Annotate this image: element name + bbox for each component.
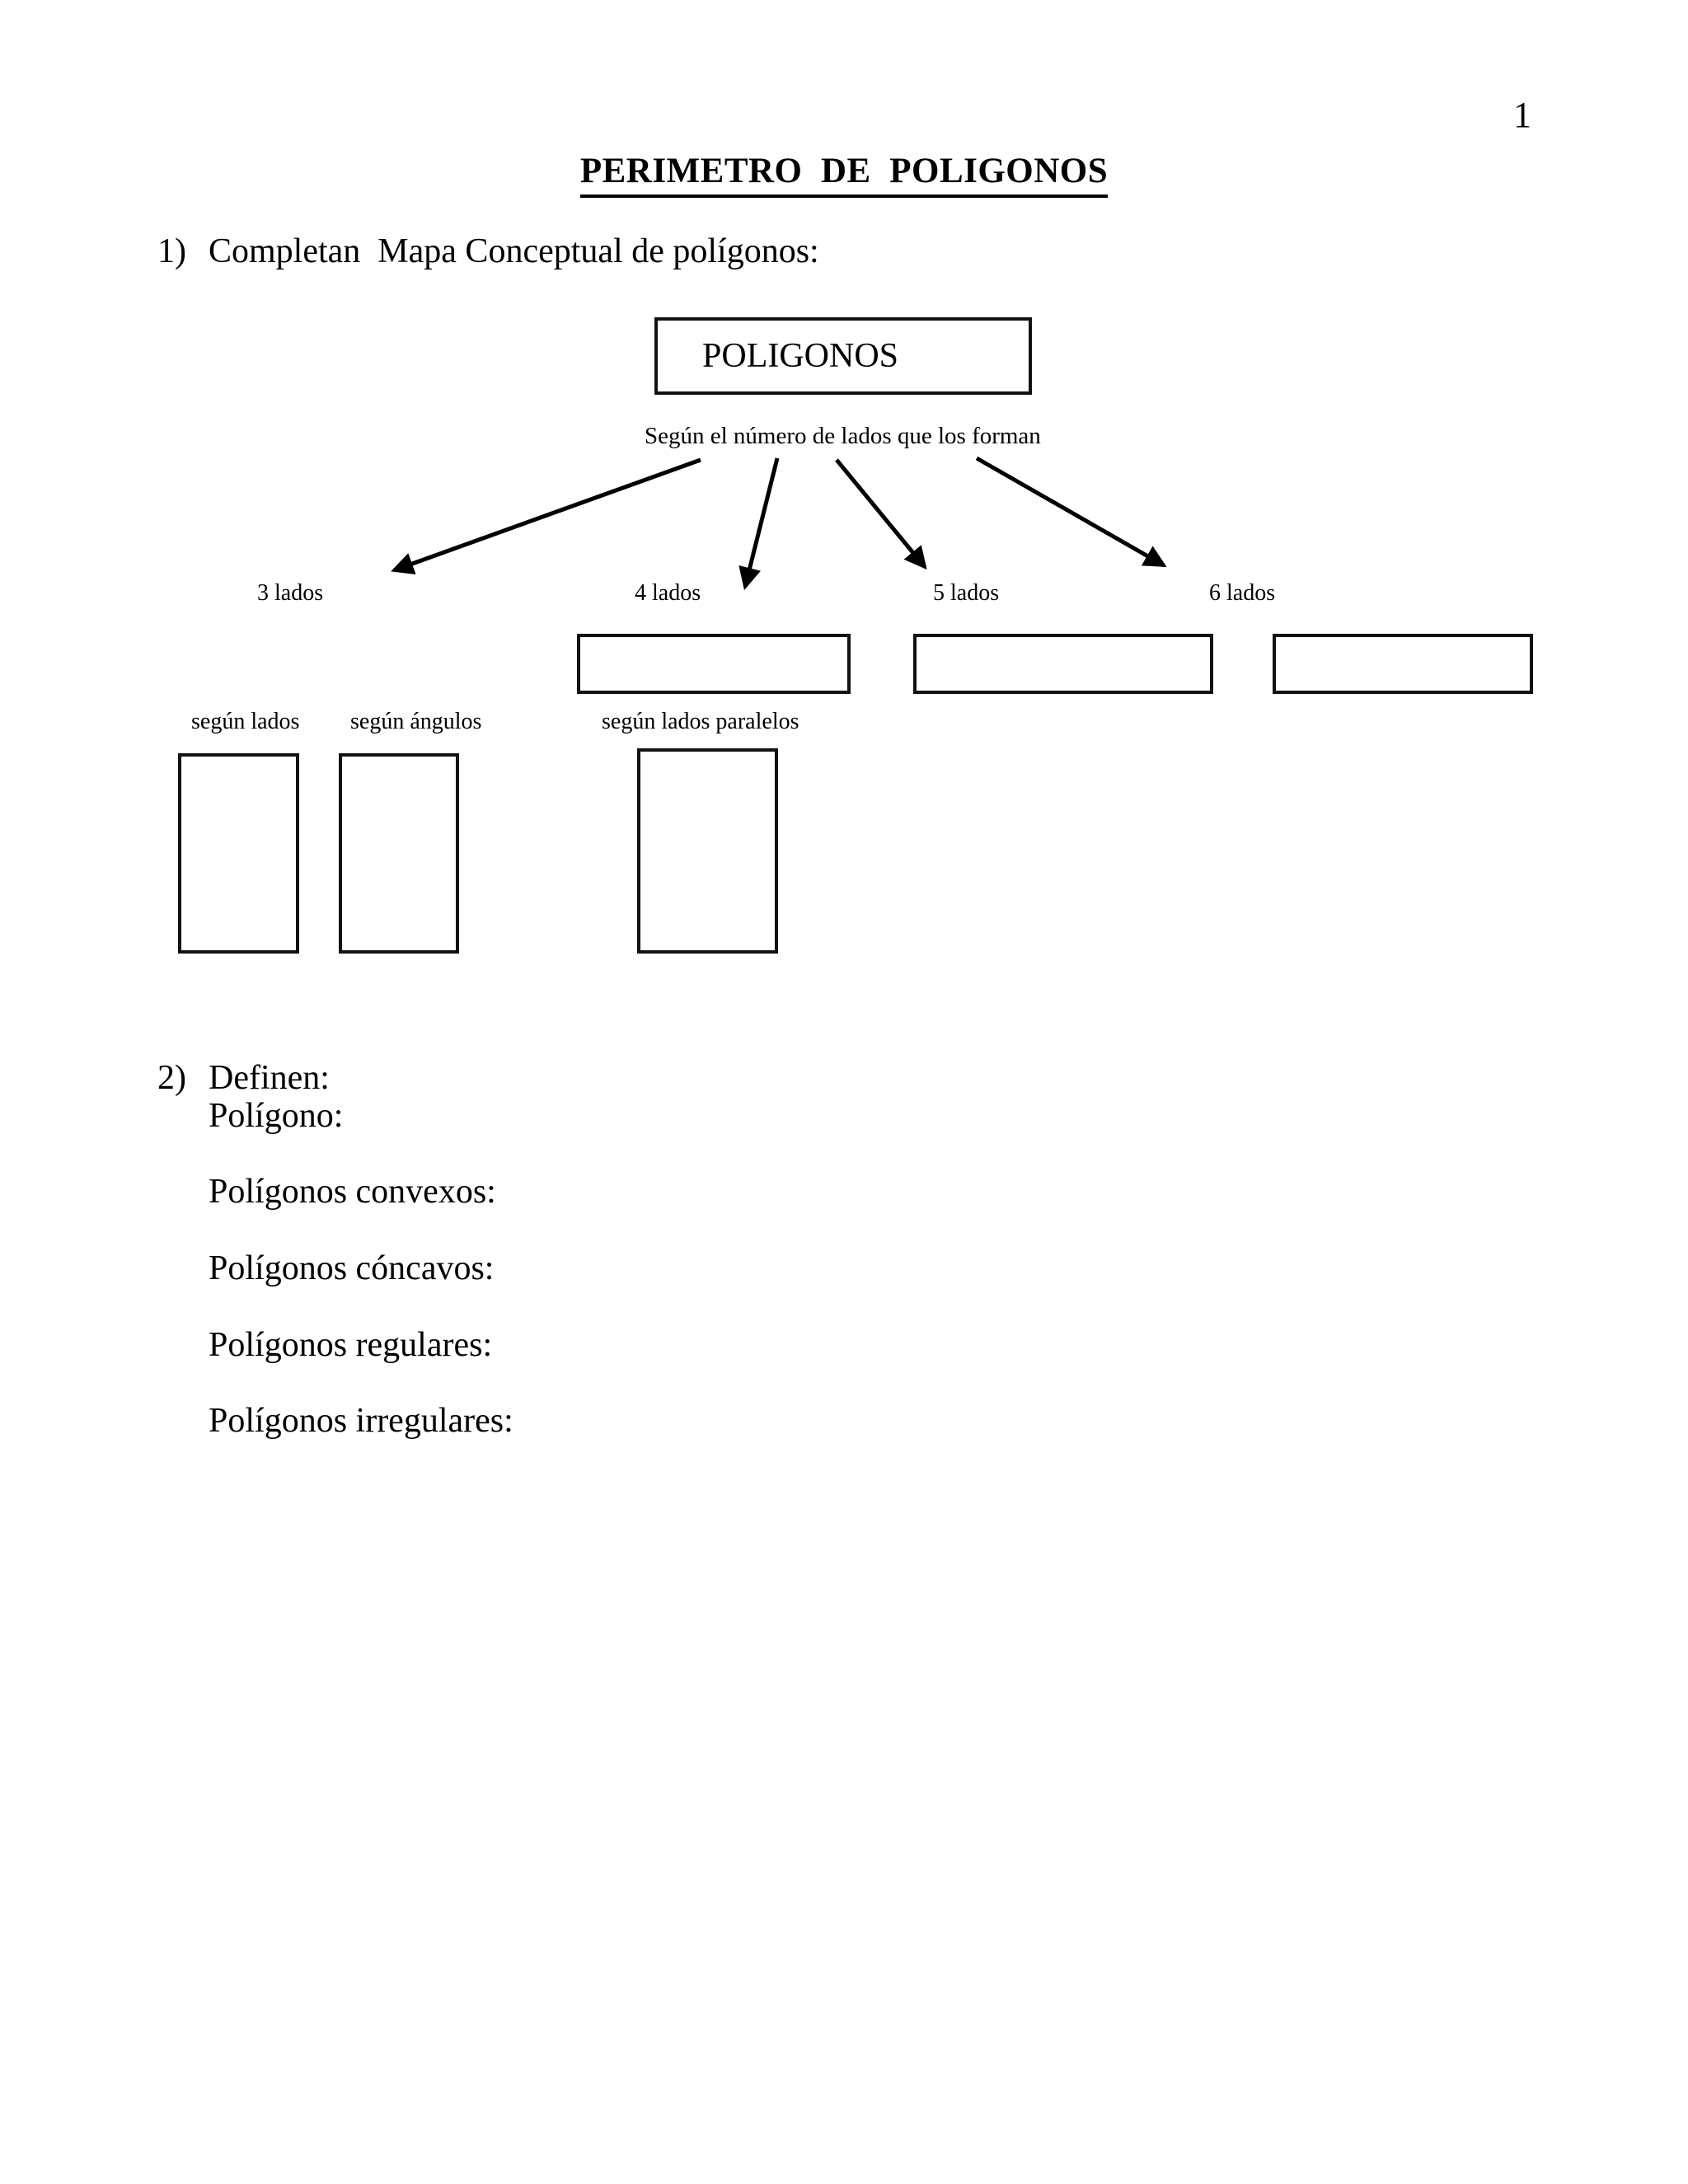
exercise-2-heading: Definen: <box>209 1059 330 1097</box>
document-title-text: PERIMETRO DE POLIGONOS <box>579 153 1109 198</box>
definition-term-poligonos-irregulares: Polígonos irregulares: <box>209 1402 513 1440</box>
answer-box-5-lados <box>913 634 1213 694</box>
answer-box-segun-lados-paralelos <box>637 748 778 954</box>
branch-label-3-lados: 3 lados <box>257 580 324 606</box>
definition-term-poligono: Polígono: <box>209 1097 344 1135</box>
page-number: 1 <box>1513 95 1531 135</box>
classification-criterion: Según el número de lados que los forman <box>645 423 1041 449</box>
sub-label-segun-lados: según lados <box>191 709 300 734</box>
answer-box-segun-lados <box>178 753 299 954</box>
document-title: PERIMETRO DE POLIGONOS <box>0 153 1688 198</box>
branch-label-4-lados: 4 lados <box>635 580 701 606</box>
exercise-1-text: Completan Mapa Conceptual de polígonos: <box>209 232 819 270</box>
exercise-1-number: 1) <box>157 232 186 270</box>
answer-box-6-lados <box>1273 634 1533 694</box>
sub-label-segun-lados-paralelos: según lados paralelos <box>602 709 799 734</box>
exercise-1-line: 1) Completan Mapa Conceptual de polígonos… <box>157 232 819 271</box>
exercise-2-number: 2) <box>157 1059 186 1097</box>
answer-box-4-lados <box>577 634 851 694</box>
sub-label-segun-angulos: según ángulos <box>350 709 482 734</box>
arrow-to-6-lados <box>975 456 1167 568</box>
definition-term-poligonos-regulares: Polígonos regulares: <box>209 1326 493 1364</box>
definition-term-poligonos-convexos: Polígonos convexos: <box>209 1173 496 1211</box>
arrow-to-3-lados <box>391 457 701 575</box>
definition-term-poligonos-concavos: Polígonos cóncavos: <box>209 1249 495 1287</box>
poligonos-box: POLIGONOS <box>654 317 1032 395</box>
branch-label-5-lados: 5 lados <box>933 580 1000 606</box>
answer-box-segun-angulos <box>339 753 459 954</box>
arrow-to-4-lados <box>738 457 780 591</box>
poligonos-box-label: POLIGONOS <box>702 337 899 375</box>
arrow-to-5-lados <box>835 458 927 570</box>
branch-label-6-lados: 6 lados <box>1209 580 1276 606</box>
exercise-2-line: 2) Definen: <box>157 1058 330 1098</box>
